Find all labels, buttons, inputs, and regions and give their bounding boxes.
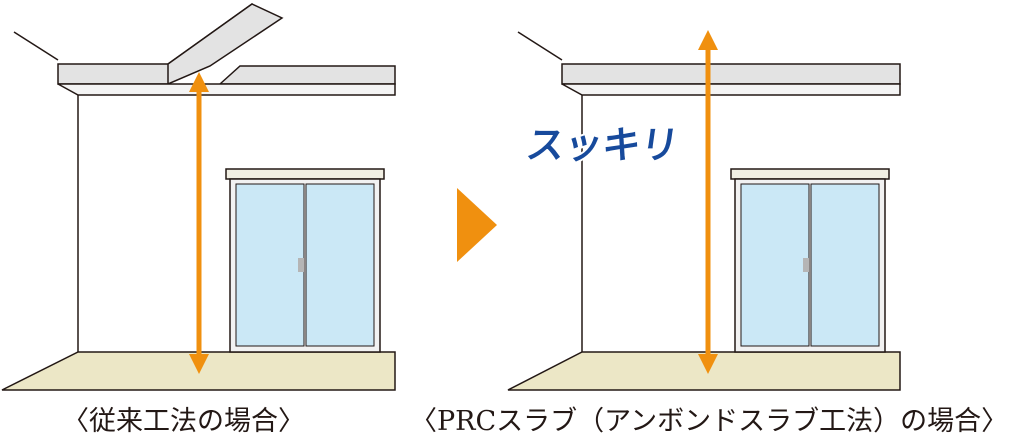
ceiling-corner-line-right	[517, 31, 563, 61]
window-right	[730, 168, 890, 353]
ceiling-beam-right	[218, 65, 396, 85]
window-left	[225, 168, 385, 353]
ceiling-slab-right	[561, 63, 901, 85]
caption-conventional: 〈従来工法の場合〉	[62, 406, 305, 437]
ceiling-beam-branch	[167, 3, 284, 86]
prc-room-scene: スッキリ	[507, 29, 901, 391]
conventional-room-scene	[1, 3, 396, 391]
floor-right	[507, 351, 901, 391]
ceiling-corner-line-left	[13, 31, 59, 61]
window-handle-icon	[298, 258, 304, 272]
ceiling-underside-right	[561, 83, 901, 96]
sukkiri-annotation: スッキリ	[523, 124, 681, 168]
caption-prc-slab: 〈PRCスラブ（アンボンドスラブ工法）の場合〉	[410, 406, 1009, 437]
play-triangle-icon	[457, 188, 497, 262]
window-handle-icon	[803, 258, 809, 272]
ceiling-underside-left	[57, 83, 396, 96]
comparison-illustration: スッキリ	[1, 3, 901, 391]
